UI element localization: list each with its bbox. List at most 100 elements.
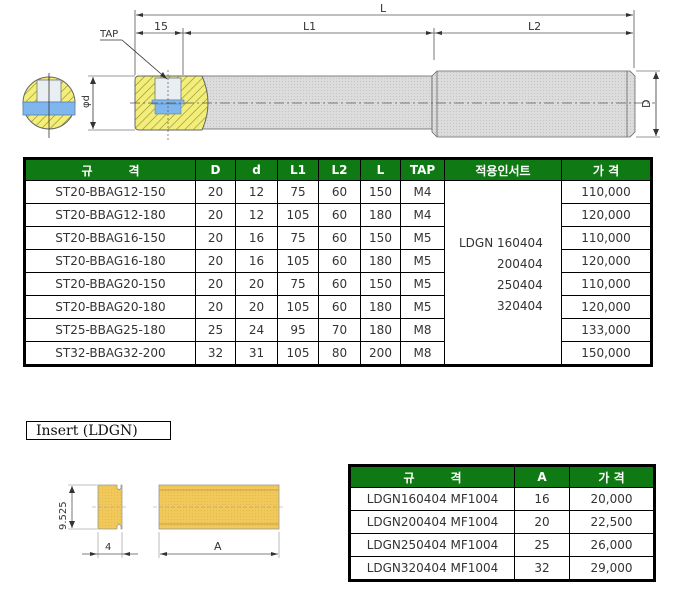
cell-l2: 60 [318, 272, 361, 296]
cell-l2: 60 [318, 226, 361, 250]
insert-code: 250404 [497, 278, 543, 292]
cell-a: 20 [514, 510, 570, 534]
insert-section-title: Insert (LDGN) [26, 421, 171, 440]
col-spec: 규 격 [24, 158, 196, 181]
cell-price: 120,000 [561, 295, 652, 319]
cell-d: 32 [195, 341, 236, 366]
insert-code: 320404 [497, 299, 543, 313]
cell-l2: 70 [318, 318, 361, 342]
cell-tap: M5 [400, 249, 445, 273]
cell-l2: 60 [318, 295, 361, 319]
cell-spec: LDGN250404 MF1004 [349, 533, 515, 557]
dim-phi-d: φd [81, 75, 135, 131]
dim-L2-label: L2 [528, 20, 541, 33]
cell-l: 180 [360, 203, 401, 227]
col-price: 가 격 [561, 158, 652, 181]
cell-d: 20 [235, 272, 278, 296]
cell-d: 20 [195, 203, 236, 227]
end-view [22, 73, 76, 138]
cell-l2: 60 [318, 203, 361, 227]
col-D: D [195, 158, 236, 181]
cell-price: 29,000 [569, 556, 655, 581]
cell-d: 20 [195, 272, 236, 296]
cell-l1: 75 [277, 272, 319, 296]
cell-l1: 95 [277, 318, 319, 342]
cell-a: 25 [514, 533, 570, 557]
cell-l1: 105 [277, 203, 319, 227]
cell-tap: M8 [400, 341, 445, 366]
cell-l: 180 [360, 249, 401, 273]
col-L1: L1 [277, 158, 319, 181]
dim-tap-label: TAP [99, 29, 118, 40]
dim-height-label: 9.525 [58, 501, 69, 530]
cell-d: 20 [195, 249, 236, 273]
cell-spec: LDGN320404 MF1004 [349, 556, 515, 581]
col-spec: 규 격 [349, 465, 515, 488]
cell-spec: ST20-BBAG12-180 [24, 203, 196, 227]
cell-l: 150 [360, 180, 401, 204]
cell-l: 150 [360, 226, 401, 250]
cell-spec: ST20-BBAG20-180 [24, 295, 196, 319]
cell-l: 180 [360, 318, 401, 342]
dim-width-label: 4 [105, 542, 111, 553]
insert-code: LDGN 160404 [459, 236, 543, 250]
cell-tap: M8 [400, 318, 445, 342]
dim-d-label: φd [81, 95, 92, 108]
dim-L-label: L [380, 2, 387, 15]
cell-l: 200 [360, 341, 401, 366]
cell-price: 22,500 [569, 510, 655, 534]
cell-l: 150 [360, 272, 401, 296]
cell-price: 133,000 [561, 318, 652, 342]
cell-spec: LDGN200404 MF1004 [349, 510, 515, 534]
cell-tap: M5 [400, 226, 445, 250]
cell-price: 110,000 [561, 180, 652, 204]
cell-spec: ST32-BBAG32-200 [24, 341, 196, 366]
cell-d: 25 [195, 318, 236, 342]
tool-holder-drawing: φd L 15 L1 L2 T [22, 2, 660, 140]
insert-drawing: 9.525 4 A [58, 484, 285, 558]
cell-spec: ST20-BBAG12-150 [24, 180, 196, 204]
cell-d: 24 [235, 318, 278, 342]
dim-D-label: D [640, 100, 653, 108]
cell-a: 32 [514, 556, 570, 581]
cell-tap: M5 [400, 272, 445, 296]
cell-price: 110,000 [561, 272, 652, 296]
cell-d: 20 [195, 226, 236, 250]
cell-l2: 60 [318, 180, 361, 204]
cell-d: 31 [235, 341, 278, 366]
col-A: A [514, 465, 570, 488]
shaft [130, 70, 655, 140]
col-d: d [235, 158, 278, 181]
col-insert: 적용인서트 [444, 158, 562, 181]
cell-d: 20 [195, 180, 236, 204]
col-L: L [360, 158, 401, 181]
cell-price: 110,000 [561, 226, 652, 250]
cell-price: 20,000 [569, 487, 655, 511]
cell-l: 180 [360, 295, 401, 319]
cell-tap: M5 [400, 295, 445, 319]
cell-l2: 60 [318, 249, 361, 273]
cell-l2: 80 [318, 341, 361, 366]
cell-l1: 75 [277, 226, 319, 250]
cell-tap: M4 [400, 203, 445, 227]
dim-length-label: A [214, 540, 222, 553]
cell-d: 20 [195, 295, 236, 319]
cell-l1: 105 [277, 249, 319, 273]
table-header-row: 규 격 D d L1 L2 L TAP 적용인서트 가 격 [24, 158, 652, 181]
col-tap: TAP [400, 158, 445, 181]
cell-a: 16 [514, 487, 570, 511]
cell-spec: ST20-BBAG16-180 [24, 249, 196, 273]
dim-15-label: 15 [154, 20, 168, 33]
